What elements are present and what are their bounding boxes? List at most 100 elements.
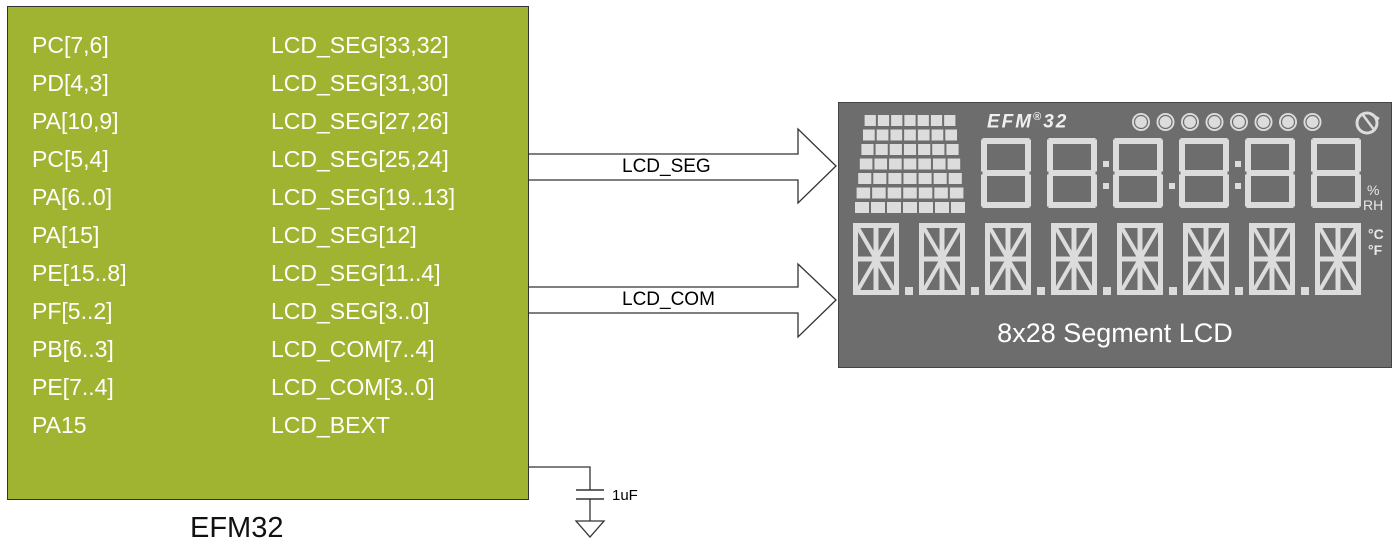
bar-matrix-cell bbox=[858, 173, 872, 184]
pin-port-label: PB[6..3] bbox=[32, 336, 114, 362]
decimal-point bbox=[1169, 287, 1177, 295]
seven-segment bbox=[1114, 170, 1162, 176]
seven-segment bbox=[1113, 139, 1119, 172]
lcd-seg-bus-arrow bbox=[529, 127, 837, 205]
bar-matrix-cell bbox=[918, 173, 932, 184]
seven-segment bbox=[1047, 174, 1053, 207]
pin-function-label: LCD_SEG[33,32] bbox=[271, 32, 449, 58]
gecko-icon-detail bbox=[1362, 111, 1380, 132]
bar-matrix-cell bbox=[873, 173, 887, 184]
bar-matrix-cell bbox=[934, 187, 948, 199]
seven-segment bbox=[1312, 170, 1360, 176]
bar-matrix-cell bbox=[859, 158, 873, 170]
seven-segment bbox=[1246, 170, 1294, 176]
seven-segment bbox=[1311, 174, 1317, 207]
seven-segment bbox=[1179, 174, 1185, 207]
seven-segment bbox=[981, 139, 987, 172]
fourteen-segment-diagonal bbox=[1186, 226, 1226, 292]
pin-function-label: LCD_SEG[11..4] bbox=[271, 260, 441, 286]
bar-matrix-cell bbox=[932, 158, 946, 170]
ring-indicator-inner bbox=[1305, 114, 1320, 130]
ring-indicator-inner bbox=[1158, 114, 1173, 130]
pin-port-label: PF[5..2] bbox=[32, 298, 113, 324]
pin-function-label: LCD_SEG[3..0] bbox=[271, 298, 430, 324]
rh-unit: RH bbox=[1363, 197, 1384, 213]
pin-function-label: LCD_BEXT bbox=[271, 412, 390, 438]
lcd-title: 8x28 Segment LCD bbox=[997, 318, 1233, 348]
pin-function-label: LCD_SEG[12] bbox=[271, 222, 417, 248]
bar-matrix-cell bbox=[918, 158, 931, 170]
bar-matrix-cell bbox=[889, 144, 902, 155]
bar-matrix-cell bbox=[855, 202, 869, 213]
seven-segment bbox=[1355, 139, 1361, 172]
brand-registered: ® bbox=[1033, 111, 1044, 123]
bar-matrix-cell bbox=[891, 115, 903, 126]
bar-matrix-cell bbox=[874, 158, 888, 170]
bar-matrix-cell bbox=[947, 158, 961, 170]
bar-matrix-cell bbox=[930, 115, 943, 126]
bar-matrix-cell bbox=[876, 129, 889, 141]
bar-matrix-cell bbox=[944, 115, 956, 126]
ring-indicator-inner bbox=[1207, 114, 1222, 130]
bar-matrix-cell bbox=[877, 115, 890, 126]
bar-matrix-cell bbox=[948, 173, 962, 184]
seven-segment bbox=[1289, 139, 1295, 172]
ground-symbol bbox=[574, 520, 606, 538]
bar-matrix-cell bbox=[890, 129, 903, 141]
lcd-brand: EFM®32 bbox=[987, 111, 1068, 133]
chip-name: EFM32 bbox=[190, 512, 284, 544]
colon-dot bbox=[1103, 183, 1109, 189]
bar-matrix-cell bbox=[949, 187, 964, 199]
seven-segment bbox=[1047, 139, 1053, 172]
lcd-seg-bus-label: LCD_SEG bbox=[622, 156, 711, 177]
fahrenheit-unit: °F bbox=[1368, 242, 1383, 258]
lcd-com-bus-label: LCD_COM bbox=[622, 289, 715, 310]
seven-segment bbox=[1312, 138, 1360, 144]
gecko-icon bbox=[1355, 111, 1379, 135]
fourteen-segment-diagonal bbox=[922, 226, 962, 292]
bar-matrix-cell bbox=[935, 202, 949, 213]
colon-dot bbox=[1103, 161, 1109, 167]
bar-matrix-cell bbox=[903, 202, 917, 213]
fourteen-segment-diagonal bbox=[856, 226, 896, 292]
bar-matrix-cell bbox=[856, 187, 871, 199]
bar-matrix-cell bbox=[863, 129, 875, 141]
lcd-segment-art bbox=[853, 111, 1380, 295]
seven-segment bbox=[1245, 174, 1251, 207]
bar-matrix-cell bbox=[864, 115, 876, 126]
seven-segment bbox=[1246, 138, 1294, 144]
bar-matrix-cell bbox=[945, 129, 957, 141]
decimal-point bbox=[1103, 287, 1111, 295]
pin-port-label: PA[6..0] bbox=[32, 184, 113, 210]
decimal-point bbox=[1037, 287, 1045, 295]
fourteen-segment-diagonal bbox=[1120, 226, 1160, 292]
bext-wire bbox=[529, 466, 591, 490]
pin-port-label: PA[10,9] bbox=[32, 108, 119, 134]
bar-matrix-cell bbox=[946, 144, 959, 155]
fourteen-segment-diagonal bbox=[1054, 226, 1094, 292]
pin-port-label: PC[7,6] bbox=[32, 32, 109, 58]
pin-port-label: PA[15] bbox=[32, 222, 100, 248]
bar-matrix-cell bbox=[951, 202, 965, 213]
ring-indicator-inner bbox=[1256, 114, 1271, 130]
bar-matrix-cell bbox=[904, 129, 916, 141]
bar-matrix-cell bbox=[933, 173, 947, 184]
lcd-com-bus-arrow bbox=[529, 262, 837, 339]
colon-dot bbox=[1235, 161, 1241, 167]
seven-segment bbox=[1091, 174, 1097, 207]
pin-port-label: PE[15..8] bbox=[32, 260, 127, 286]
fourteen-segment-diagonal bbox=[1318, 226, 1358, 292]
ring-indicator-inner bbox=[1133, 114, 1149, 130]
bar-matrix-cell bbox=[903, 144, 917, 155]
celsius-unit: °C bbox=[1368, 226, 1384, 242]
pin-function-label: LCD_SEG[19..13] bbox=[271, 184, 456, 210]
bar-matrix-cell bbox=[917, 115, 929, 126]
seven-segment bbox=[1091, 139, 1097, 172]
seven-segment bbox=[1311, 139, 1317, 172]
bar-matrix-cell bbox=[887, 187, 902, 199]
seven-segment bbox=[982, 138, 1030, 144]
capacitor-label: 1uF bbox=[612, 487, 638, 504]
pin-port-label: PC[5,4] bbox=[32, 146, 109, 172]
fourteen-segment-diagonal bbox=[1252, 226, 1292, 292]
